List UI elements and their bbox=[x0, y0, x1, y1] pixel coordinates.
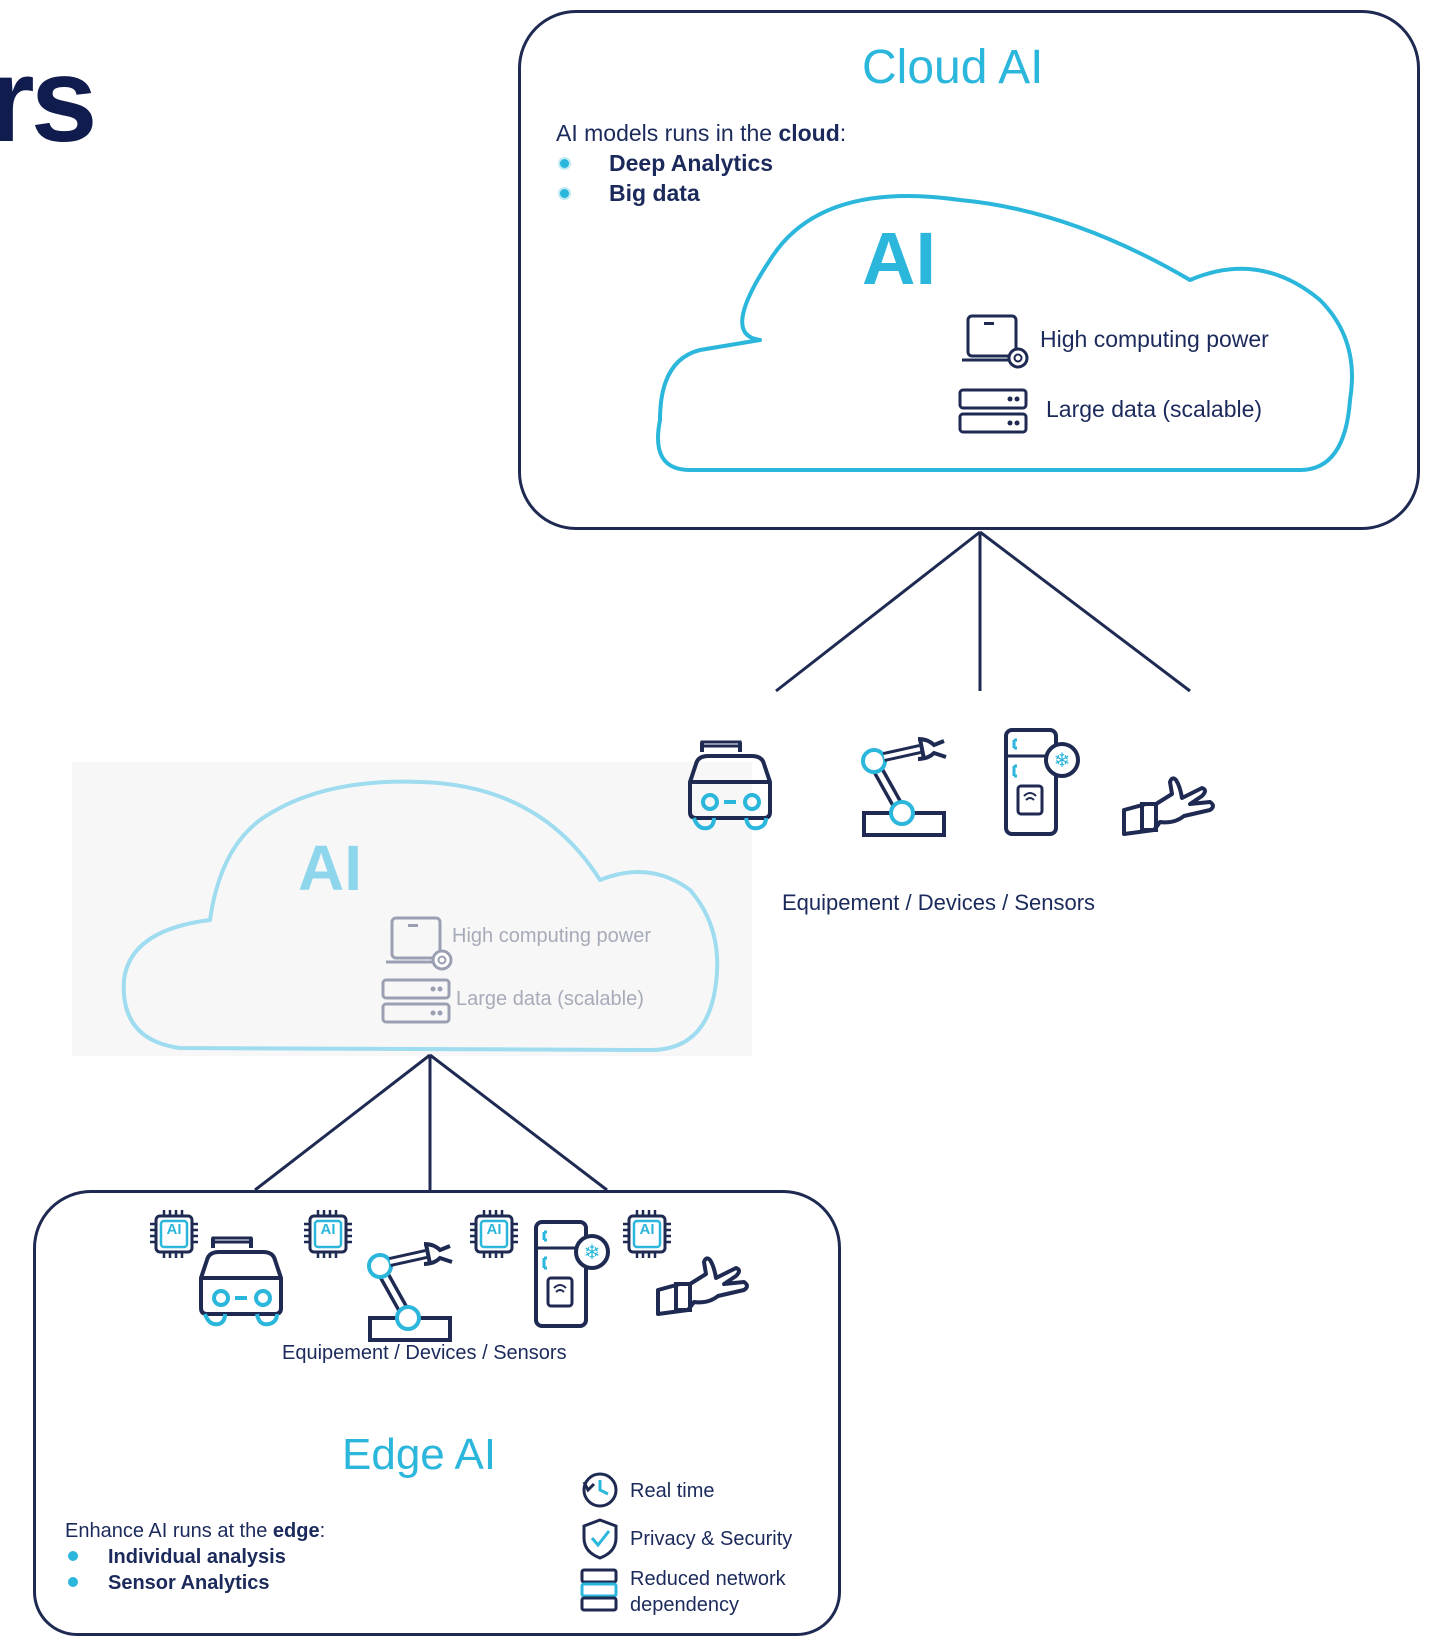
benefit-privacy-security: Privacy & Security bbox=[630, 1528, 793, 1550]
benefit-real-time: Real time bbox=[630, 1480, 715, 1502]
cloud-intro-bold: cloud bbox=[778, 120, 840, 146]
cloud-ai-heading: Cloud AI bbox=[862, 41, 1044, 94]
faded-feature-computing: High computing power bbox=[452, 925, 651, 947]
shield-check-icon bbox=[582, 1518, 618, 1560]
smartwatch-hand-icon bbox=[1122, 776, 1215, 836]
cloud-intro-suffix: : bbox=[839, 120, 847, 146]
cloud-bullet-2: Big data bbox=[560, 180, 700, 207]
edge-ai-panel bbox=[33, 1190, 841, 1636]
edge-bullet-1: Individual analysis bbox=[108, 1546, 286, 1568]
edge-ai-heading: Edge AI bbox=[342, 1430, 497, 1479]
chip-label: AI bbox=[486, 1221, 502, 1238]
edge-intro-bold: edge bbox=[272, 1520, 320, 1542]
laptop-gear-icon bbox=[384, 916, 453, 971]
edge-intro-suffix: : bbox=[319, 1520, 326, 1542]
cloud-feature-data: Large data (scalable) bbox=[1046, 396, 1263, 422]
car-icon bbox=[688, 740, 772, 831]
bullet-dot-icon bbox=[68, 1551, 78, 1561]
devices-label-edge: Equipement / Devices / Sensors bbox=[282, 1342, 567, 1364]
cloud-bullet-1: Deep Analytics bbox=[560, 150, 773, 177]
benefit-reduced-network-line1: Reduced network bbox=[630, 1568, 786, 1590]
faded-feature-data: Large data (scalable) bbox=[456, 988, 644, 1010]
cloud-ai-panel bbox=[518, 10, 1420, 530]
faded-ai-label: AI bbox=[298, 832, 362, 904]
cloud-bullet-2-label: Big data bbox=[609, 180, 700, 206]
faded-cloud-shape bbox=[121, 779, 720, 1052]
fridge-nfc-icon bbox=[1004, 728, 1080, 836]
edge-intro-prefix: Enhance AI runs at the bbox=[65, 1520, 273, 1542]
chip-label: AI bbox=[639, 1221, 655, 1238]
edge-bullet-2: Sensor Analytics bbox=[108, 1572, 270, 1594]
devices-label-top: Equipement / Devices / Sensors bbox=[782, 890, 1096, 915]
cloud-intro-prefix: AI models runs in the bbox=[556, 120, 779, 146]
edge-connector-lines bbox=[254, 1053, 608, 1192]
cloud-bullet-1-label: Deep Analytics bbox=[609, 150, 774, 176]
edge-intro: Enhance AI runs at the edge: bbox=[65, 1520, 325, 1543]
laptop-gear-icon bbox=[960, 314, 1029, 369]
benefit-reduced-network-line2: dependency bbox=[630, 1594, 739, 1616]
bullet-dot-icon bbox=[560, 159, 569, 168]
faded-cloud-background bbox=[72, 762, 752, 1056]
clock-sync-icon bbox=[582, 1472, 618, 1508]
network-stack-icon bbox=[580, 1568, 618, 1612]
cloud-feature-computing: High computing power bbox=[1040, 326, 1269, 352]
cloud-intro: AI models runs in the cloud: bbox=[556, 120, 846, 147]
server-icon bbox=[958, 388, 1028, 434]
server-icon bbox=[381, 978, 451, 1024]
chip-label: AI bbox=[166, 1221, 182, 1238]
cloud-ai-label: AI bbox=[862, 217, 936, 300]
benefit-reduced-network: Reduced network dependency bbox=[630, 1566, 786, 1618]
bullet-dot-icon bbox=[560, 189, 569, 198]
page-title-fragment: rs bbox=[0, 33, 97, 167]
chip-label: AI bbox=[320, 1221, 336, 1238]
robot-arm-icon bbox=[863, 739, 946, 835]
cloud-ai-cloud-shape bbox=[656, 194, 1354, 472]
cloud-connector-lines bbox=[775, 530, 1191, 693]
